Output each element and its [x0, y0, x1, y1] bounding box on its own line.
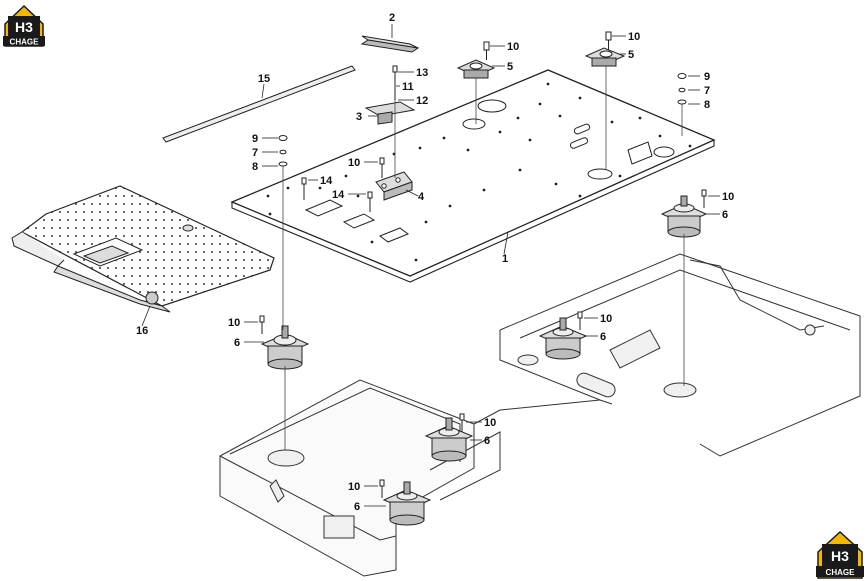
callout-11: 11	[402, 81, 414, 93]
callout-9-a: 9	[252, 133, 258, 145]
callout-10-d: 10	[722, 191, 734, 203]
part-small-plate	[360, 35, 420, 53]
callout-8-b: 8	[704, 99, 710, 111]
leader-lines	[141, 24, 720, 507]
callout-7-b: 7	[704, 85, 710, 97]
part-mount-frame-front	[382, 481, 432, 526]
callout-10-e: 10	[228, 317, 240, 329]
assembly-lines	[282, 66, 685, 450]
logo-mark-top: H3	[15, 19, 33, 35]
callout-9-b: 9	[704, 71, 710, 83]
callout-12: 12	[416, 95, 428, 107]
callout-labels: 2 15 10 5 10 5 13 11 12 3 9 7 8 9 7 8 10…	[136, 12, 734, 513]
part-top-mount-b	[584, 47, 626, 67]
callout-8-a: 8	[252, 161, 258, 173]
callout-6-d: 6	[484, 435, 490, 447]
part-mount-frame-mid	[424, 417, 474, 462]
part-floor-plate	[230, 69, 716, 283]
callout-1: 1	[502, 253, 508, 265]
part-perforated-panel	[11, 185, 275, 313]
callout-16: 16	[136, 325, 148, 337]
part-strip	[162, 65, 356, 143]
callout-5-a: 5	[507, 61, 513, 73]
callout-6-b: 6	[234, 337, 240, 349]
callout-3: 3	[356, 111, 362, 123]
callout-14-b: 14	[332, 189, 345, 201]
callout-13: 13	[416, 67, 428, 79]
callout-7-a: 7	[252, 147, 258, 159]
part-bracket	[364, 101, 416, 125]
part-mount-frame-rear	[538, 317, 588, 360]
logo-subtext-top: CHAGE	[10, 38, 40, 47]
brand-logo-top: H3 CHAGE	[3, 4, 45, 47]
callout-5-b: 5	[628, 49, 634, 61]
part-mount-right-top	[660, 195, 708, 238]
part-chassis-frame	[219, 253, 861, 577]
callout-6-e: 6	[354, 501, 360, 513]
callout-2: 2	[389, 12, 395, 24]
part-pin-bracket	[375, 171, 413, 201]
part-mount-left	[260, 325, 310, 370]
fasteners	[259, 31, 707, 498]
callout-10-c: 10	[348, 157, 360, 169]
brand-logo-bottom: H3 CHAGE	[816, 530, 864, 579]
callout-10-h: 10	[348, 481, 360, 493]
callout-10-b: 10	[628, 31, 640, 43]
callout-10-g: 10	[484, 417, 496, 429]
part-top-mount-a	[456, 59, 496, 79]
logo-subtext-bottom: CHAGE	[826, 568, 856, 577]
callout-10-f: 10	[600, 313, 612, 325]
callout-15: 15	[258, 73, 270, 85]
callout-6-a: 6	[722, 209, 728, 221]
callout-6-c: 6	[600, 331, 606, 343]
logo-mark-bottom: H3	[831, 548, 849, 564]
callout-10-a: 10	[507, 41, 519, 53]
callout-4: 4	[418, 191, 425, 203]
callout-14-a: 14	[320, 175, 333, 187]
